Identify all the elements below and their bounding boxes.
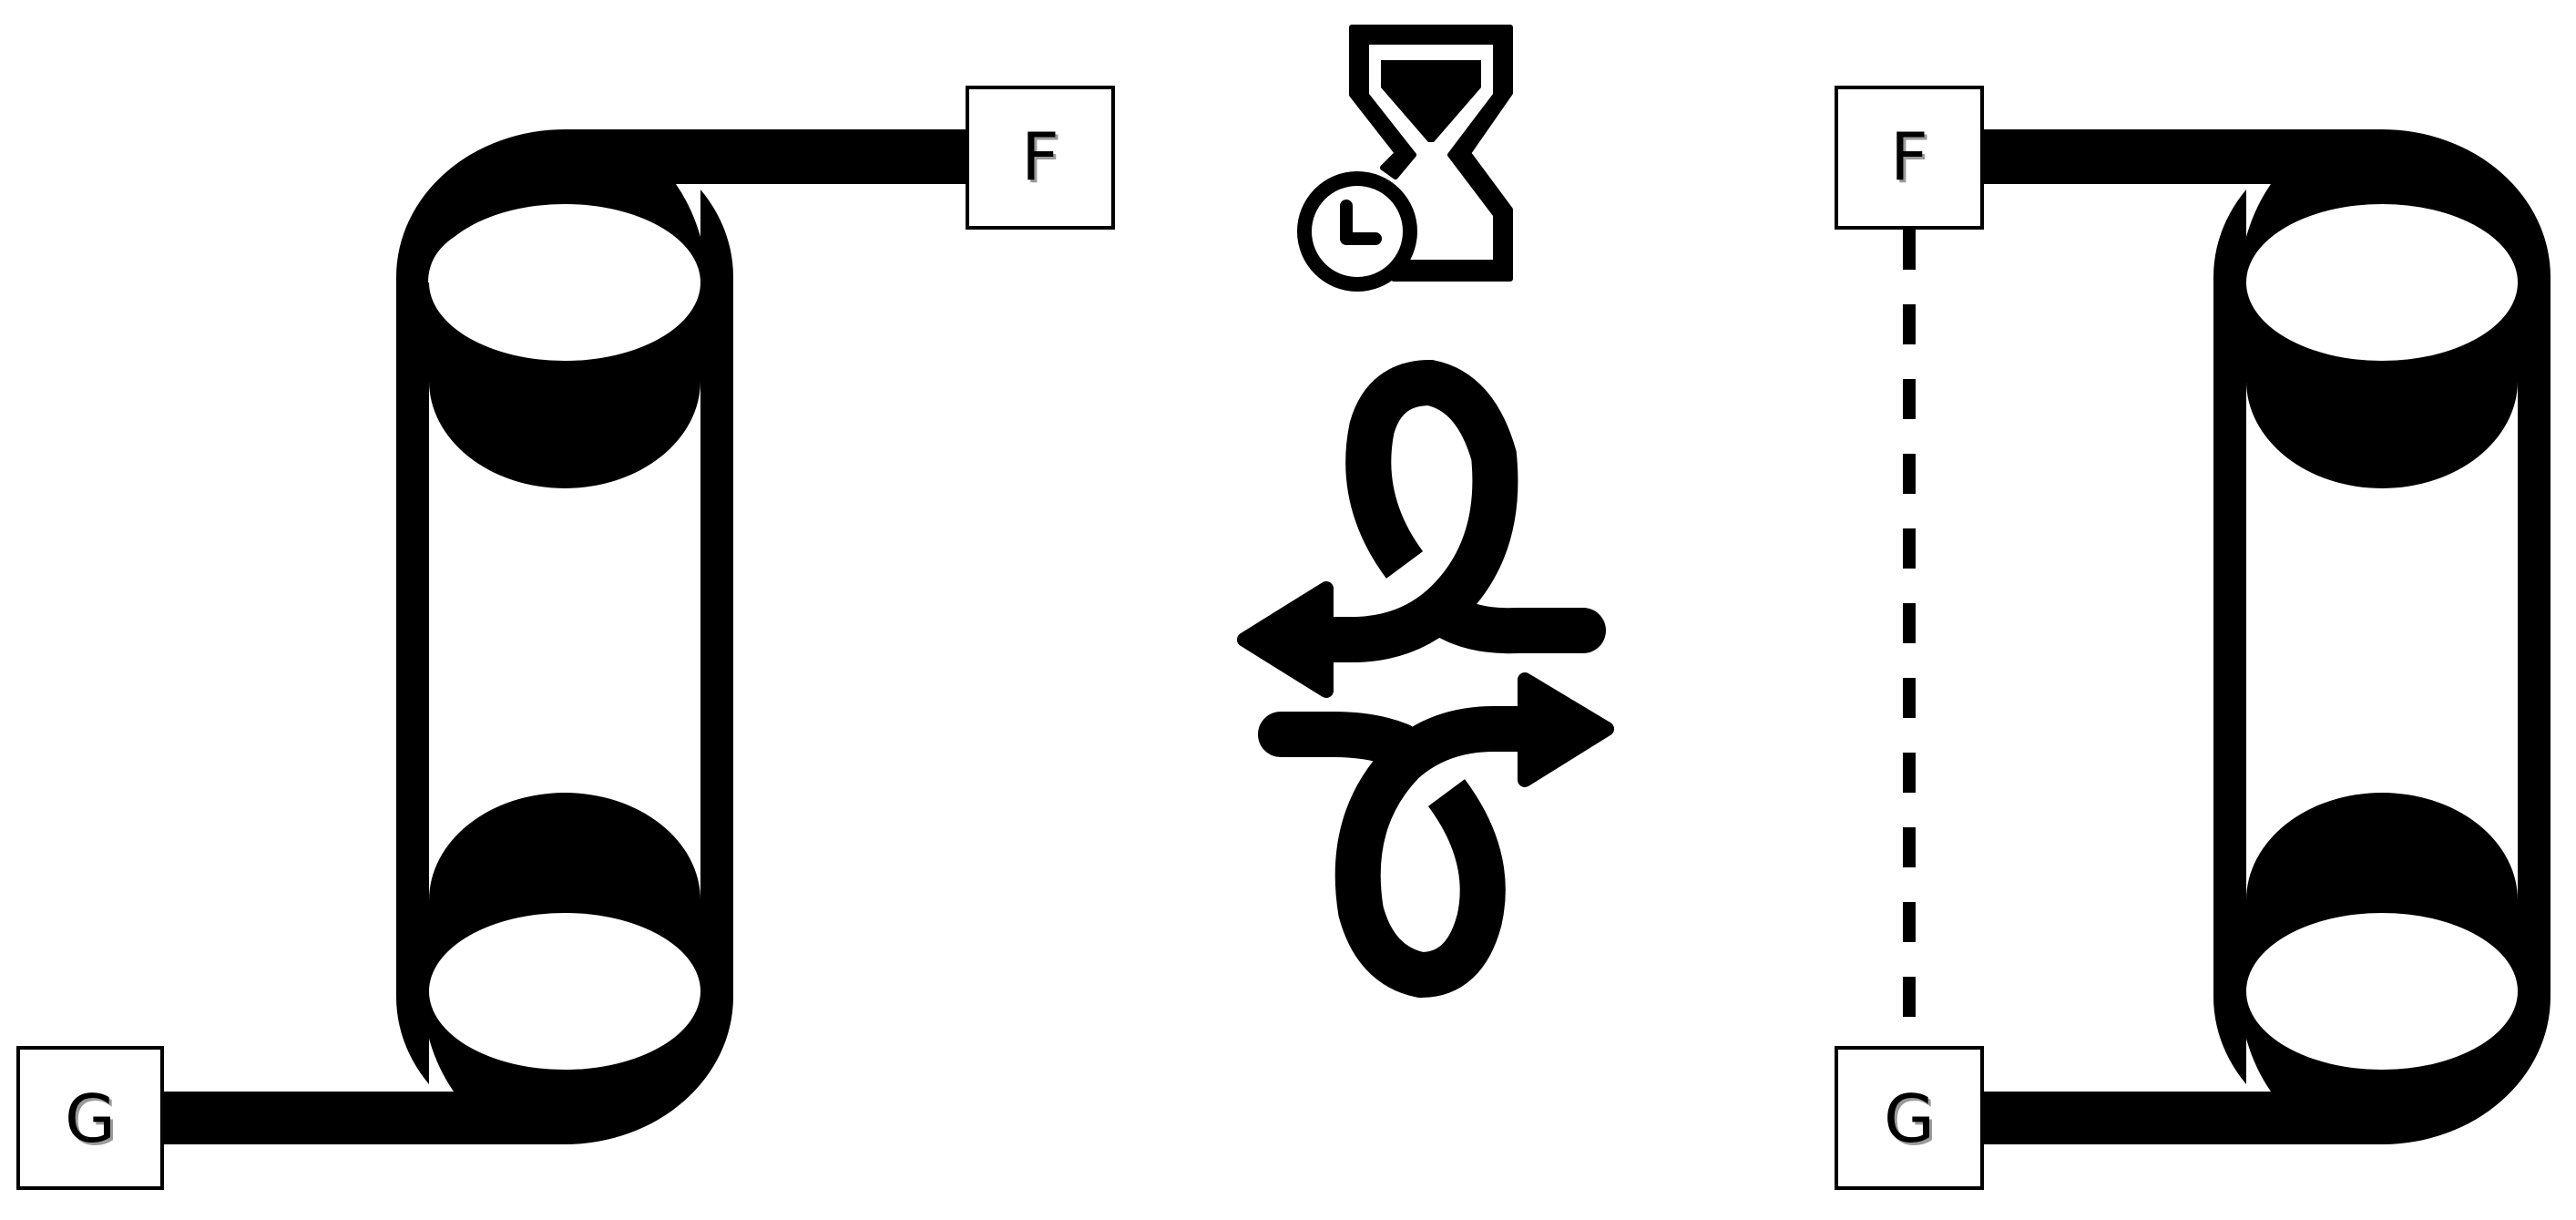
left-top-roller-rim [428,227,475,283]
right-g-box: G G [1835,1046,1984,1190]
right-f-label-shadow: F [1893,121,1930,198]
clock-hands [1340,200,1382,245]
right-top-roller-face [2246,204,2518,361]
right-bottom-roller-face [2246,913,2518,1070]
left-f-label-shadow: F [1024,121,1061,198]
right-bottom-notch [2246,1039,2271,1092]
upper-tail [1427,595,1606,654]
right-g-label-shadow: G [1886,1083,1937,1160]
left-g-box: G G [16,1046,164,1190]
hourglass-outline [1349,25,1513,282]
left-top-roller-face [429,204,700,361]
left-bottom-notch [429,1039,454,1092]
twisted-exchange-arrows-icon [1237,359,1614,999]
right-top-belt-link [1982,129,2382,184]
left-top-notch [676,184,700,237]
left-conveyor [162,129,967,1144]
clock-face-inner [1312,186,1403,277]
right-top-notch [2246,184,2271,237]
left-f-label: F [1021,118,1058,195]
left-g-label: G [65,1081,116,1157]
right-g-box-frame [1835,1046,1984,1190]
left-bottom-roller-face [429,913,700,1070]
right-arrowhead [1518,672,1614,787]
right-f-box: F F [1835,86,1984,230]
right-conveyor [1982,129,2550,1144]
left-f-box-frame [966,86,1115,230]
lower-tail [1258,712,1422,768]
left-g-box-frame [16,1046,164,1190]
right-g-label: G [1884,1081,1935,1157]
left-f-box: F F [966,86,1115,230]
right-bottom-belt-link [1982,1092,2382,1144]
left-arrowhead [1237,581,1334,698]
hourglass-sand [1381,60,1481,142]
right-f-box-frame [1835,86,1984,230]
upper-loop [1317,359,1518,662]
lower-loop [1334,706,1534,999]
lower-loop-gap [1416,874,1447,938]
left-bottom-belt-link [162,1092,565,1144]
right-f-label: F [1890,118,1927,195]
hourglass-clock-icon [1297,25,1513,292]
left-g-label-shadow: G [67,1083,118,1160]
left-top-belt-link [565,129,967,184]
upper-loop-gap [1402,423,1433,487]
